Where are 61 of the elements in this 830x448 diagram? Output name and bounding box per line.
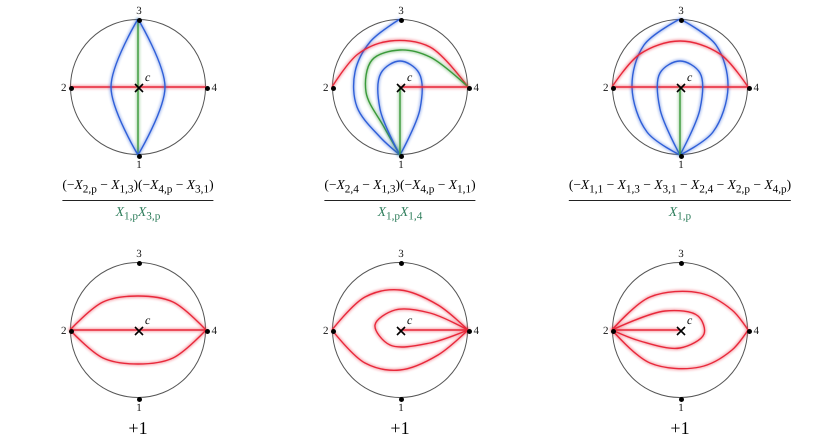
point-label: c (687, 314, 692, 327)
formula-numerator: (−X$_{2,p}$ − X$_{1,3}$)(−X$_{4,p}$ − X$_{3,1}$) (62, 176, 214, 198)
arc-curve (631, 18, 680, 156)
arc-curve (611, 40, 749, 88)
arc-curve (680, 18, 729, 156)
loop-curve (377, 60, 423, 156)
point-label: c (145, 71, 150, 84)
arc-curve (679, 87, 681, 155)
point-label: 1 (398, 402, 404, 414)
point-label: 1 (678, 158, 684, 172)
point-label: 1 (678, 402, 684, 414)
point-label: 4 (474, 82, 479, 94)
loop-curve (656, 60, 704, 156)
arc-curve (400, 329, 468, 331)
point-label: 4 (212, 324, 217, 338)
point-label: 2 (323, 82, 328, 94)
point-label: 4 (754, 324, 759, 338)
arc-curve (400, 86, 468, 88)
formula-denominator: X$_{1,p}$X$_{3,p}$ (116, 202, 160, 224)
point-label: 1 (136, 402, 142, 414)
formula-value: +1 (128, 418, 148, 439)
formula-numerator: (−X$_{2,4}$ − X$_{1,3}$)(−X$_{4,p}$ − X$_{1,1}$) (324, 176, 476, 198)
arc-curve (352, 18, 400, 156)
arc-curve (70, 295, 206, 330)
point-label: 2 (323, 324, 328, 338)
point-label: 3 (136, 248, 142, 260)
point-label: 2 (61, 82, 66, 94)
point-label: c (407, 314, 412, 327)
arc-curve (680, 86, 748, 88)
arc-curve (110, 18, 139, 156)
point-label: 2 (603, 82, 608, 94)
arc-curve (138, 86, 206, 88)
point-label: c (687, 71, 692, 84)
point-label: 3 (678, 4, 684, 18)
arc-curve (399, 87, 401, 155)
formula-denominator: X$_{1,p}$X$_{1,4}$ (378, 202, 422, 224)
point-label: 4 (474, 324, 479, 338)
arc-curve (364, 49, 468, 156)
arc-curve (611, 290, 749, 330)
formula-value: +1 (670, 418, 690, 439)
formula-value: +1 (390, 418, 410, 439)
arc-curve (331, 40, 469, 88)
arc-curve (138, 329, 206, 331)
point-label: c (407, 71, 412, 84)
point-label: 3 (398, 4, 404, 18)
formula-denominator: X$_{1,p}$ (668, 202, 692, 224)
point-label: 4 (212, 82, 217, 94)
loop-curve (374, 308, 469, 348)
point-label: 3 (136, 4, 142, 18)
point-label: 3 (678, 248, 684, 260)
formula-numerator: (−X$_{1,1}$ − X$_{1,3}$ − X$_{3,1}$ − X$_{2,4}$ − X$_{2,p}$ − X$_{4,p}$) (568, 176, 792, 198)
arc-curve (331, 289, 468, 330)
loop-curve (611, 310, 706, 350)
point-label: 2 (61, 324, 66, 338)
point-label: 3 (398, 248, 404, 260)
point-label: 4 (754, 82, 759, 94)
point-label: 2 (603, 324, 608, 338)
point-label: 1 (398, 158, 404, 172)
point-label: c (145, 314, 150, 327)
point-label: 1 (136, 158, 142, 172)
arc-curve (137, 87, 139, 155)
